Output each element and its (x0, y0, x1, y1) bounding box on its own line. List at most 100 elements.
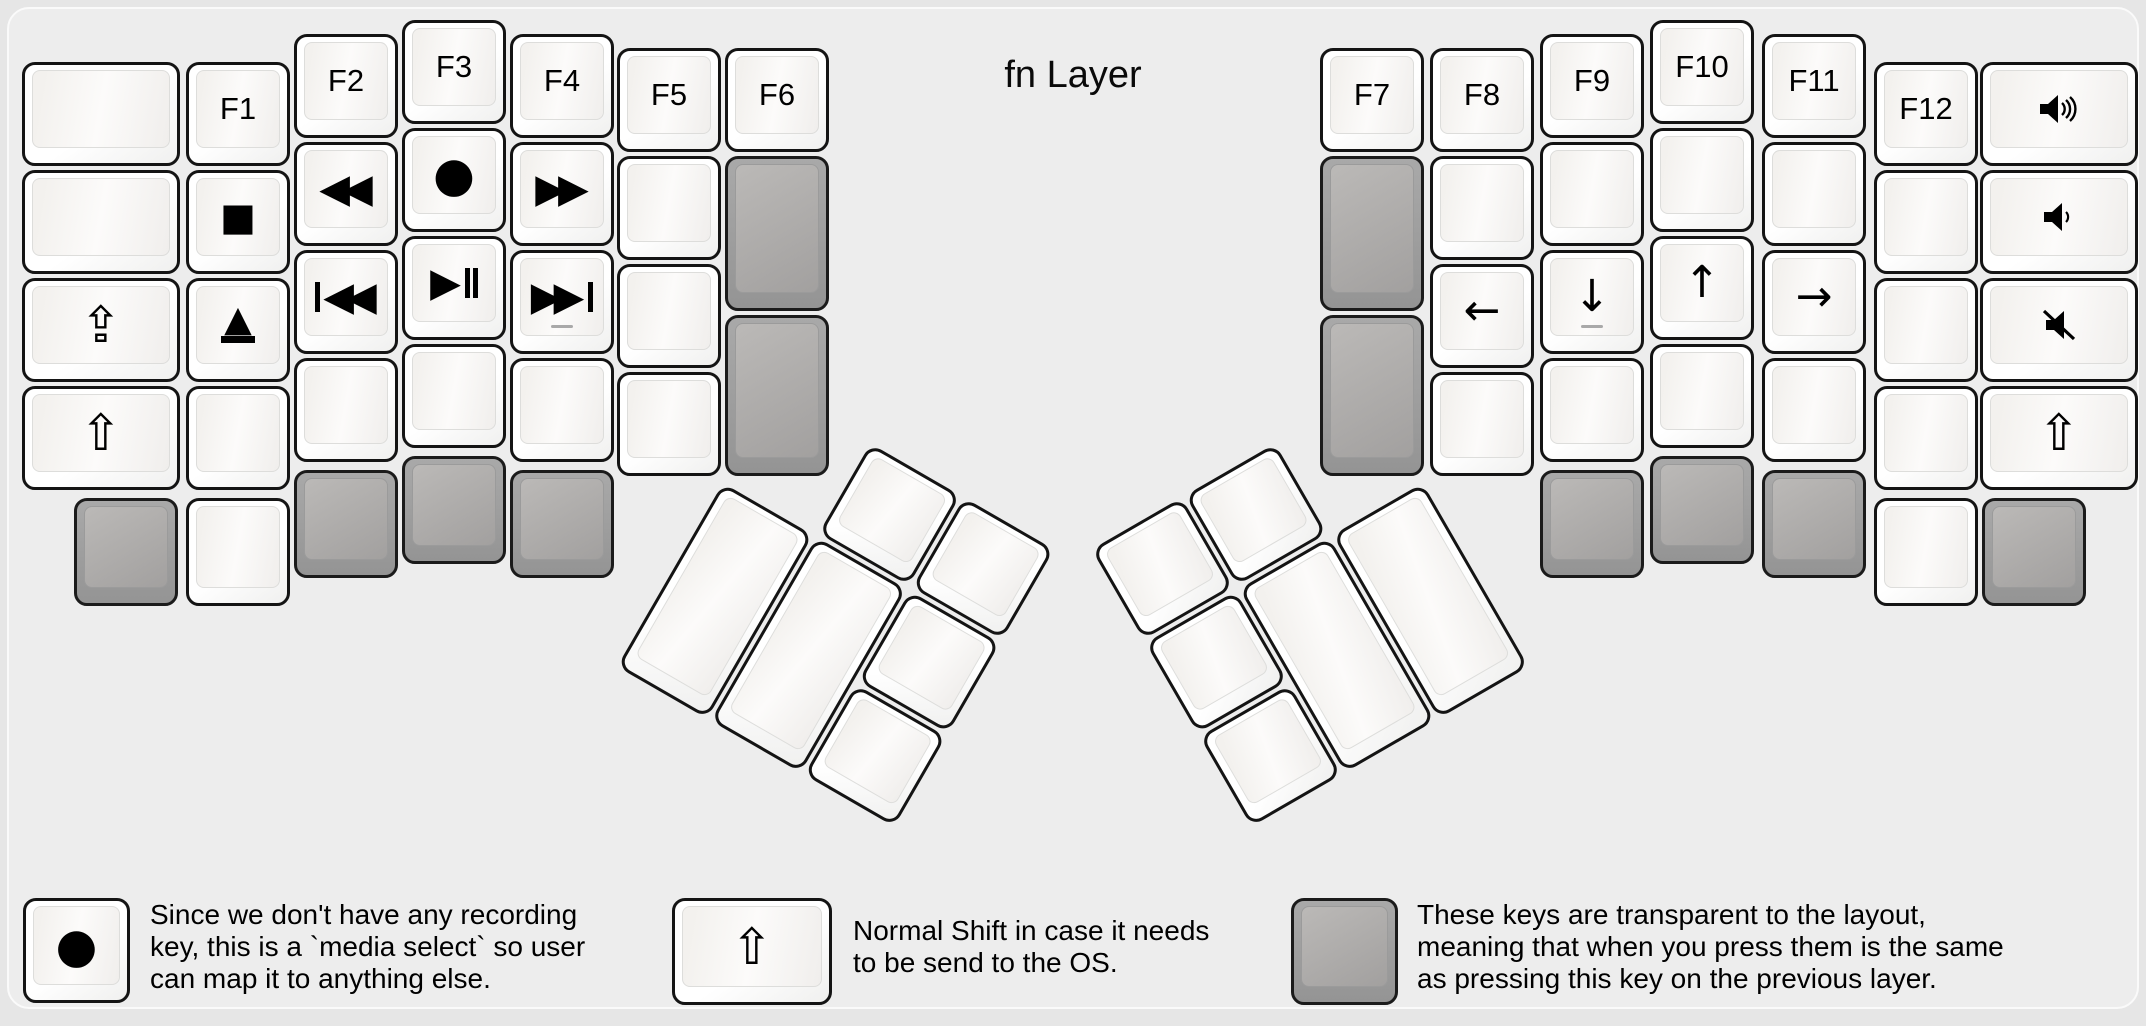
key-volume-up[interactable] (1980, 62, 2138, 166)
key-shift[interactable]: ⇧ (1980, 386, 2138, 490)
key-blank[interactable] (1874, 498, 1978, 606)
key-blank[interactable] (402, 344, 506, 448)
key-blank[interactable] (617, 372, 721, 476)
key-transparent[interactable] (74, 498, 178, 606)
key-blank[interactable] (1540, 358, 1644, 462)
key-f2[interactable]: F2 (294, 34, 398, 138)
key-blank[interactable] (617, 156, 721, 260)
key-label: F4 (543, 63, 581, 98)
keycap-top (412, 464, 496, 546)
key-blank[interactable] (22, 170, 180, 274)
key-blank[interactable] (1540, 142, 1644, 246)
key-transparent[interactable] (725, 315, 829, 476)
key-transparent[interactable] (402, 456, 506, 564)
key-play-pause[interactable]: ▶ (402, 236, 506, 340)
key-stop[interactable]: ■ (186, 170, 290, 274)
key-arrow-down[interactable]: ↓ (1540, 250, 1644, 354)
layer-title: fn Layer (1004, 54, 1142, 96)
key-f3[interactable]: F3 (402, 20, 506, 124)
keycap-top: F10 (1660, 28, 1744, 106)
key-blank[interactable] (22, 62, 180, 166)
key-f4[interactable]: F4 (510, 34, 614, 138)
keycap-top: F9 (1550, 42, 1634, 120)
keycap-top: F12 (1884, 70, 1968, 148)
key-blank[interactable] (294, 358, 398, 462)
key-f9[interactable]: F9 (1540, 34, 1644, 138)
keycap-top: F5 (627, 56, 711, 134)
key-blank[interactable] (1650, 344, 1754, 448)
keycap-top (735, 323, 819, 458)
key-f7[interactable]: F7 (1320, 48, 1424, 152)
keycap-top (1550, 150, 1634, 228)
key-mute[interactable] (1980, 278, 2138, 382)
key-f1[interactable]: F1 (186, 62, 290, 166)
key-label: F2 (327, 63, 365, 98)
key-f8[interactable]: F8 (1430, 48, 1534, 152)
key-blank[interactable] (1874, 170, 1978, 274)
keycap-top: ■ (196, 178, 280, 256)
key-arrow-up[interactable]: ↑ (1650, 236, 1754, 340)
key-blank[interactable] (1762, 142, 1866, 246)
key-blank[interactable] (1430, 156, 1534, 260)
key-rewind[interactable]: ◀◀ (294, 142, 398, 246)
key-transparent[interactable] (1320, 156, 1424, 311)
key-transparent[interactable] (1320, 315, 1424, 476)
key-blank[interactable] (1874, 278, 1978, 382)
key-arrow-left[interactable]: ← (1430, 264, 1534, 368)
key-transparent[interactable] (1540, 470, 1644, 578)
key-fast-forward[interactable]: ▶▶ (510, 142, 614, 246)
key-blank[interactable] (1650, 128, 1754, 232)
key-f11[interactable]: F11 (1762, 34, 1866, 138)
key-transparent[interactable] (1982, 498, 2086, 606)
key-transparent[interactable] (1762, 470, 1866, 578)
key-transparent[interactable] (294, 470, 398, 578)
down-arrow-icon: ↓ (1573, 271, 1611, 322)
keycap-top: F8 (1440, 56, 1524, 134)
key-arrow-right[interactable]: → (1762, 250, 1866, 354)
key-record[interactable]: ● (402, 128, 506, 232)
key-blank[interactable] (1874, 386, 1978, 490)
stop-icon: ■ (220, 195, 256, 239)
key-blank[interactable] (1762, 358, 1866, 462)
keycap-top (196, 394, 280, 472)
record-icon: ● (433, 147, 475, 203)
key-volume-down[interactable] (1980, 170, 2138, 274)
key-transparent[interactable] (510, 470, 614, 578)
key-f12[interactable]: F12 (1874, 62, 1978, 166)
keycap-top (1884, 178, 1968, 256)
keycap-top (1301, 906, 1388, 987)
key-blank[interactable] (186, 386, 290, 490)
key-eject[interactable]: ▲ (186, 278, 290, 382)
key-shift[interactable]: ⇧ (22, 386, 180, 490)
keycap-top: ● (412, 136, 496, 214)
keycap-top: ▶ (412, 244, 496, 322)
key-blank[interactable] (510, 358, 614, 462)
keycap-top (1990, 178, 2128, 256)
key-blank[interactable] (617, 264, 721, 368)
key-next-track[interactable]: ▶▶ (510, 250, 614, 354)
key-blank[interactable] (186, 498, 290, 606)
key-label: F3 (435, 49, 473, 84)
key-f6[interactable]: F6 (725, 48, 829, 152)
key-f5[interactable]: F5 (617, 48, 721, 152)
keycap-top (1992, 506, 2076, 588)
keycap-top (1772, 150, 1856, 228)
shift-icon: ⇧ (2038, 404, 2080, 462)
key-label: F5 (650, 77, 688, 112)
keycap-top (196, 506, 280, 588)
keycap-top (1990, 70, 2128, 148)
key-f10[interactable]: F10 (1650, 20, 1754, 124)
key-prev-track[interactable]: ◀◀ (294, 250, 398, 354)
key-transparent[interactable] (725, 156, 829, 311)
fast-forward-icon: ▶▶ (535, 166, 589, 212)
key-capslock[interactable]: ⇪ (22, 278, 180, 382)
keycap-top: ⇪ (32, 286, 170, 364)
keycap-top: ▶▶ (520, 258, 604, 336)
keycap-top (32, 178, 170, 256)
keycap-top: ↓ (1550, 258, 1634, 336)
key-transparent[interactable] (1650, 456, 1754, 564)
keycap-top: ⇧ (682, 906, 822, 987)
key-blank[interactable] (1430, 372, 1534, 476)
keycap-top (735, 164, 819, 293)
